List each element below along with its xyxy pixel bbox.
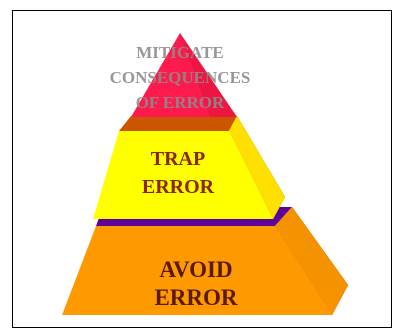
diagram-border <box>12 10 392 328</box>
tier-bottom-front-face <box>62 226 332 315</box>
tier-bottom: AVOID ERROR <box>62 206 349 316</box>
tier-middle-label-line2: ERROR <box>142 176 215 198</box>
tier-middle-front-face <box>93 131 273 219</box>
tier-middle-label-line1: TRAP <box>151 148 205 170</box>
tier-bottom-label-line1: AVOID <box>159 257 232 282</box>
tier-middle: TRAP ERROR <box>93 115 286 220</box>
tier-middle-top-face <box>119 116 237 131</box>
tier-top-side-shade <box>180 33 237 117</box>
tier-top-label-line3: OF ERROR <box>136 93 225 112</box>
tier-middle-side-face <box>228 115 286 220</box>
tier-top-label-line1: MITIGATE <box>136 43 224 62</box>
tier-bottom-label-line2: ERROR <box>154 285 237 310</box>
tier-top-label-line2: CONSEQUENCES <box>110 68 251 87</box>
tier-top: MITIGATE CONSEQUENCES OF ERROR <box>110 33 251 117</box>
